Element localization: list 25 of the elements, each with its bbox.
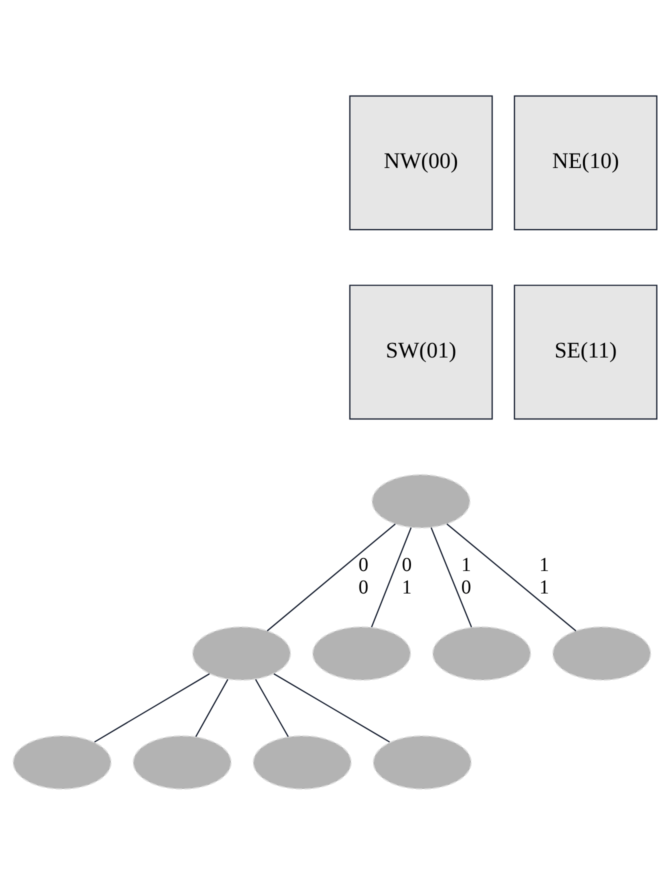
connector [195,679,228,737]
node-box: NW(00) [349,95,493,230]
node-ellipse [132,735,232,790]
node-ellipse [192,626,292,681]
connector [274,673,390,743]
node-box: NE(10) [514,95,658,230]
connector [94,673,210,743]
connector [371,527,412,628]
edge-label: 1 1 [539,554,550,598]
edge-label: 0 0 [358,554,368,598]
connector [266,524,396,632]
edge-label: 0 1 [402,554,412,598]
node-box: SE(11) [514,284,658,420]
node-box: SW(01) [349,284,493,420]
node-ellipse [312,626,412,681]
node-ellipse [252,735,352,790]
connector [430,527,472,628]
connector [255,679,289,737]
node-ellipse [372,735,472,790]
connector [446,524,576,632]
node-ellipse [432,626,532,681]
node-ellipse [552,626,652,681]
node-ellipse [12,735,112,790]
node-ellipse [372,474,471,529]
edge-label: 1 0 [461,554,472,598]
